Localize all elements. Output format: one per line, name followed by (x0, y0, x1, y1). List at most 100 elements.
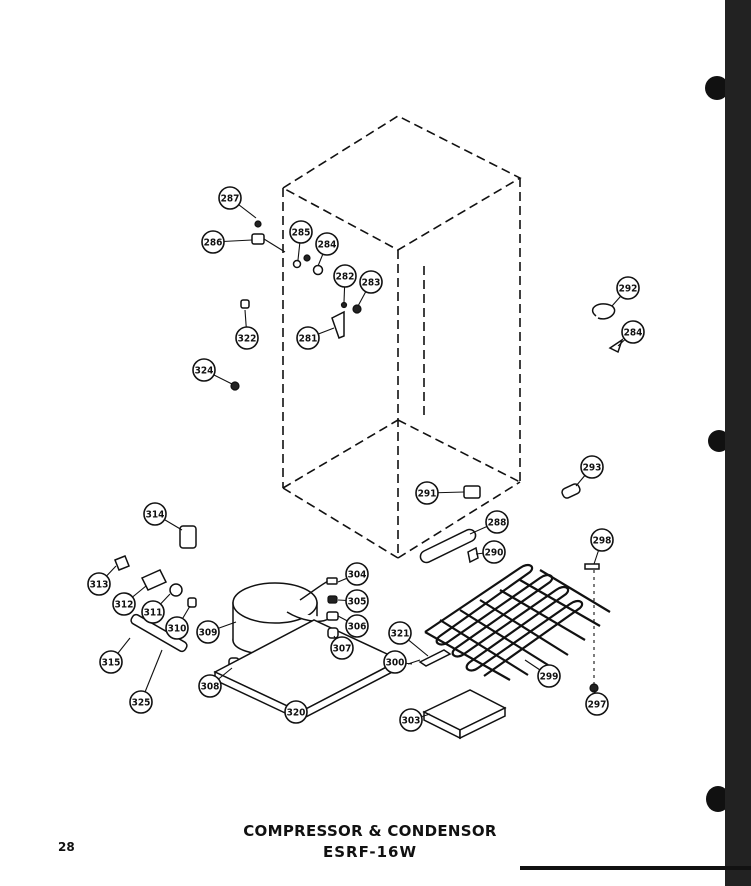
scan-edge (725, 0, 751, 886)
callout-label: 287 (221, 194, 240, 205)
callout-label: 284 (318, 240, 337, 251)
callout-circle (585, 692, 609, 716)
callout-label: 306 (348, 622, 367, 633)
callout-circle (196, 620, 220, 644)
callout-label: 288 (488, 518, 507, 529)
relay-parts (114, 525, 197, 653)
callout-320: 320 (284, 700, 308, 724)
scan-edge (520, 866, 751, 870)
callout-label: 312 (115, 600, 134, 611)
callout-circle (315, 232, 339, 256)
page-number: 28 (58, 840, 75, 854)
callout-circle (289, 220, 313, 244)
callout-label: 282 (336, 272, 355, 283)
callout-circle (143, 502, 167, 526)
callout-circle (345, 562, 369, 586)
callout-313: 313 (87, 565, 117, 596)
callout-circle (383, 650, 407, 674)
callout-310: 310 (165, 605, 191, 640)
callout-306: 306 (337, 614, 369, 638)
callout-label: 324 (195, 366, 214, 377)
callout-circle (330, 636, 354, 660)
callout-314: 314 (143, 502, 183, 531)
callout-circle (284, 700, 308, 724)
callout-303: 303 (399, 708, 431, 732)
callout-circle (359, 270, 383, 294)
callout-label: 325 (132, 698, 151, 709)
callout-311: 311 (141, 593, 171, 624)
callout-307: 307 (330, 635, 354, 660)
bracket (407, 649, 452, 667)
callout-286: 286 (201, 230, 253, 254)
callout-label: 321 (391, 629, 410, 640)
callout-label: 299 (540, 672, 559, 683)
callout-label: 310 (168, 624, 187, 635)
callout-312: 312 (112, 585, 147, 616)
callout-label: 298 (593, 536, 612, 547)
callout-label: 309 (199, 628, 218, 639)
callout-circle (129, 690, 153, 714)
compressor-base (213, 619, 402, 722)
model-number: ESRF-16W (322, 843, 418, 861)
callout-292: 292 (611, 276, 640, 307)
callout-label: 320 (287, 708, 306, 719)
callout-label: 286 (204, 238, 223, 249)
callout-284: 284 (315, 232, 339, 267)
callout-285: 285 (289, 220, 313, 261)
callout-circle (192, 358, 216, 382)
callout-309: 309 (196, 620, 237, 644)
callout-label: 315 (102, 658, 121, 669)
callout-291: 291 (415, 481, 465, 505)
callout-circle (537, 664, 561, 688)
callout-circle (482, 540, 506, 564)
callout-288: 288 (469, 510, 509, 535)
callout-298: 298 (590, 528, 614, 565)
callout-282: 282 (333, 264, 357, 303)
callout-circle (218, 186, 242, 210)
callout-circle (345, 614, 369, 638)
callout-287: 287 (218, 186, 257, 219)
callout-297: 297 (585, 689, 609, 716)
punch-hole (708, 430, 730, 452)
callout-label: 293 (583, 463, 602, 474)
callout-label: 308 (201, 682, 220, 693)
callout-label: 281 (299, 334, 318, 345)
callout-281: 281 (296, 326, 335, 350)
callout-circle (345, 589, 369, 613)
callout-label: 311 (144, 608, 163, 619)
callout-label: 290 (485, 548, 504, 559)
callout-circle (99, 650, 123, 674)
callout-circle (415, 481, 439, 505)
callout-circle (333, 264, 357, 288)
callout-circle (399, 708, 423, 732)
callout-circle (590, 528, 614, 552)
callout-label: 322 (238, 334, 257, 345)
callout-circle (201, 230, 225, 254)
callout-circle (235, 326, 259, 350)
callout-308: 308 (198, 667, 233, 698)
callout-305: 305 (337, 589, 369, 613)
drain-pan (422, 689, 507, 740)
callout-321: 321 (388, 621, 429, 657)
page-title: COMPRESSOR & CONDENSOR (243, 822, 497, 840)
callout-label: 283 (362, 278, 381, 289)
callout-circle (165, 616, 189, 640)
callout-label: 307 (333, 644, 352, 655)
compressor-fittings (326, 577, 339, 639)
callout-label: 303 (402, 716, 421, 727)
callout-304: 304 (337, 562, 369, 586)
callout-circle (198, 674, 222, 698)
callout-label: 314 (146, 510, 165, 521)
callout-label: 297 (588, 700, 607, 711)
callout-284: 284 (617, 320, 645, 347)
callout-label: 313 (90, 580, 109, 591)
callout-circle (296, 326, 320, 350)
callout-290: 290 (475, 540, 506, 564)
callout-322: 322 (235, 309, 259, 350)
callout-label: 304 (348, 570, 367, 581)
callout-circle (621, 320, 645, 344)
callout-label: 285 (292, 228, 311, 239)
callout-label: 305 (348, 597, 367, 608)
callout-299: 299 (524, 659, 561, 688)
